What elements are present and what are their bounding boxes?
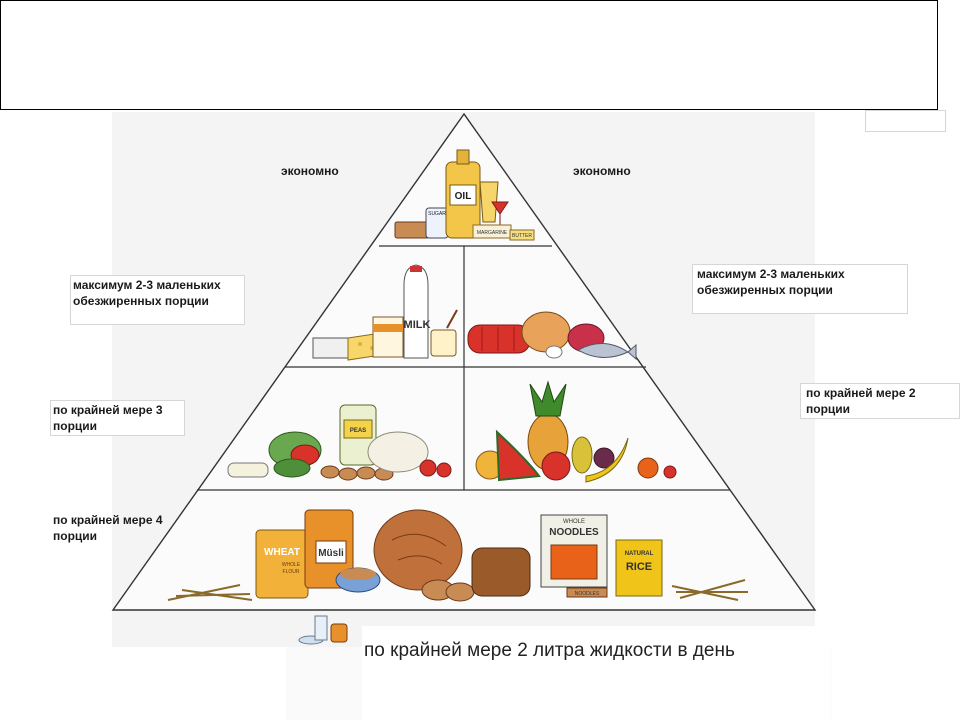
peas-label: PEAS: [350, 428, 366, 434]
label-tier3-right-line2: порции: [806, 402, 851, 416]
oil-bottle-tag: [449, 184, 477, 206]
rice-box: [615, 539, 663, 597]
noodles-pack: [566, 587, 608, 598]
label-tier4-left: по крайней мере 4 порции: [53, 512, 163, 544]
butter-label: BUTTER: [512, 233, 532, 239]
yogurt-cup: [430, 329, 457, 357]
cake-illustration: [394, 221, 430, 239]
label-tier4-left-line1: по крайней мере 4: [53, 513, 163, 527]
label-tier3-left-line2: порции: [53, 419, 98, 433]
oil-label: OIL: [455, 191, 472, 202]
asparagus: [227, 462, 269, 478]
water-caption: по крайней мере 2 литра жидкости в день: [364, 640, 735, 661]
roast-chicken: [521, 311, 571, 353]
tier-vegetables: PEAS: [227, 404, 452, 481]
musli-label: Müsli: [318, 548, 344, 559]
label-tier2-left: максимум 2-3 маленьких обезжиренных порц…: [73, 277, 221, 309]
oil-bottle-neck: [456, 149, 470, 165]
margarine-label: MARGARINE: [477, 230, 508, 236]
noodles-small-label: NOODLES: [575, 591, 600, 597]
tier-grains: WHEAT WHOLE FLOUR Müsli WHOLE NOODLES NO…: [167, 509, 748, 602]
glass: [479, 181, 499, 223]
water-glass: [314, 615, 328, 641]
title-box: [0, 0, 938, 110]
label-tier2-right-line2: обезжиренных порции: [697, 283, 833, 297]
sausage: [467, 324, 531, 354]
label-tier2-left-line2: обезжиренных порции: [73, 294, 209, 308]
tomato: [419, 459, 437, 477]
watermelon: [495, 429, 541, 482]
egg: [545, 345, 563, 359]
label-tier2-left-line1: максимум 2-3 маленьких: [73, 278, 221, 292]
wheat-label: WHEAT: [264, 547, 300, 558]
label-tier2-right: максимум 2-3 маленьких обезжиренных порц…: [697, 266, 845, 298]
label-top-right: экономно: [573, 164, 631, 178]
zucchini: [273, 458, 311, 478]
wheat-sub-2: FLOUR: [283, 569, 300, 575]
label-top-left: экономно: [281, 164, 339, 178]
label-tier3-left: по крайней мере 3 порции: [53, 402, 163, 434]
label-tier3-right-line1: по крайней мере 2: [806, 386, 916, 400]
label-box-tier3-left: [50, 400, 185, 436]
label-box-tier2-left: [70, 275, 245, 325]
label-tier3-left-line1: по крайней мере 3: [53, 403, 163, 417]
rice-label-1: NATURAL: [625, 551, 654, 557]
noodles-label-2: NOODLES: [549, 527, 599, 538]
milk-label: MILK: [404, 319, 431, 331]
banana: [585, 437, 629, 483]
tea-cup: [330, 623, 348, 643]
grapes: [593, 447, 615, 469]
bread-loaf: [373, 509, 463, 591]
noodles-label-1: WHOLE: [563, 519, 585, 525]
pear: [571, 436, 593, 474]
corner-box: [865, 110, 946, 132]
butter-block: [509, 229, 535, 241]
strawberry: [663, 465, 677, 479]
water-drinks: [298, 615, 348, 645]
wheat-sub-1: WHOLE: [282, 562, 301, 568]
yogurt-pack: [312, 337, 352, 359]
tier-fats-sugar: SUGAR OIL MARGARINE BUTTER: [394, 149, 535, 241]
tier-protein: [467, 311, 637, 361]
rye-bread: [471, 547, 531, 597]
tier-fruits: [475, 380, 677, 483]
wheat-ears-right: [671, 579, 748, 601]
wine-glass: [491, 201, 509, 215]
tangerine: [637, 457, 659, 479]
wheat-ears-left: [167, 584, 253, 601]
rice-label-2: RICE: [626, 561, 652, 573]
cauliflower: [367, 431, 429, 473]
label-box-water: [362, 626, 830, 720]
apple: [541, 451, 571, 481]
tier-dairy: MILK: [312, 264, 458, 361]
label-tier4-left-line2: порции: [53, 529, 98, 543]
cream-carton: [372, 316, 404, 358]
label-box-tier2-right: [692, 264, 908, 314]
sugar-label: SUGAR: [428, 211, 446, 217]
label-tier2-right-line1: максимум 2-3 маленьких: [697, 267, 845, 281]
milk-bottle: [403, 264, 429, 359]
label-box-tier3-right: [800, 383, 960, 419]
label-tier3-right: по крайней мере 2 порции: [806, 385, 916, 417]
